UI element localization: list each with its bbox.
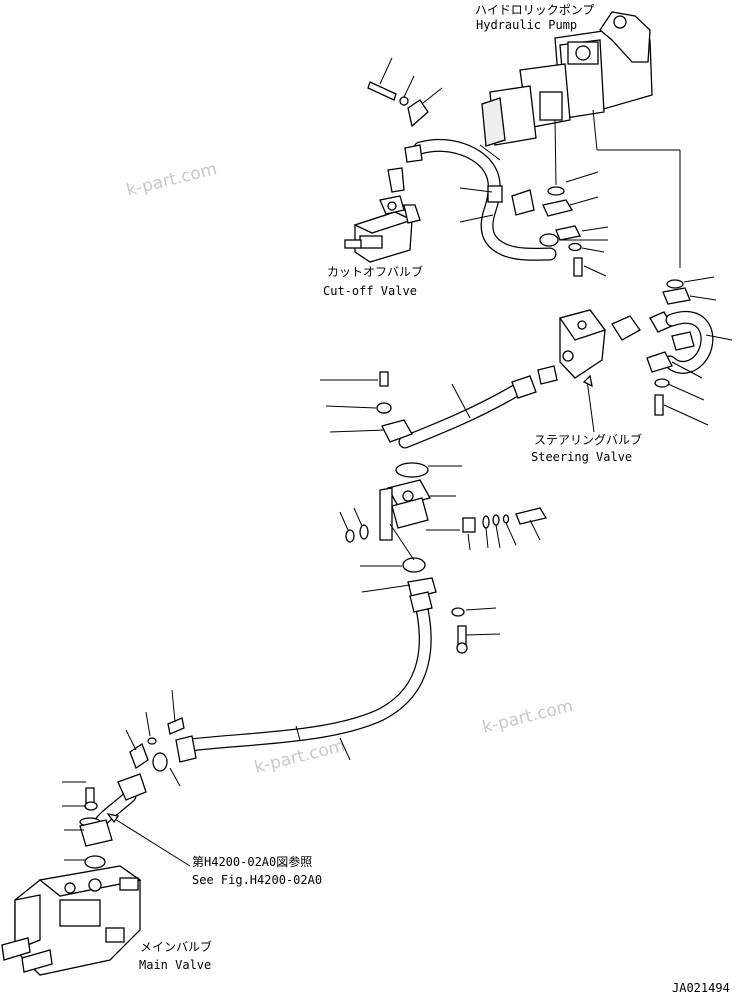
fig-ref-label-en: See Fig.H4200-02A0 xyxy=(192,873,322,887)
steering-valve xyxy=(537,309,673,433)
steering-return-hose xyxy=(646,276,733,426)
pump-cutoff-hose xyxy=(367,57,557,261)
main-valve-label-en: Main Valve xyxy=(139,958,211,972)
pump-label-jp: ハイドロリックポンプ xyxy=(475,3,594,17)
watermark-top: k-part.com xyxy=(124,159,219,201)
junction-block xyxy=(339,462,548,573)
steering-label-en: Steering Valve xyxy=(531,450,632,464)
cutoff-label-en: Cut-off Valve xyxy=(323,284,417,298)
main-valve xyxy=(1,865,142,976)
cutoff-label-jp: カットオフバルブ xyxy=(327,264,423,279)
steering-supply-hose xyxy=(320,371,537,449)
hydraulic-pump xyxy=(481,11,681,268)
pump-port-parts xyxy=(539,171,609,277)
pump-label-en: Hydraulic Pump xyxy=(476,18,577,32)
main-valve-label-jp: メインバルブ xyxy=(140,939,212,954)
watermark-right: k-part.com xyxy=(480,696,575,738)
cut-off-valve xyxy=(344,195,421,263)
steering-label-jp: ステアリングバルブ xyxy=(534,432,642,447)
drawing-number: JA021494 xyxy=(672,981,730,995)
main-supply-hose xyxy=(125,577,501,787)
main-valve-elbow xyxy=(62,773,191,869)
fig-ref-label-jp: 第H4200-02A0図参照 xyxy=(192,854,312,869)
